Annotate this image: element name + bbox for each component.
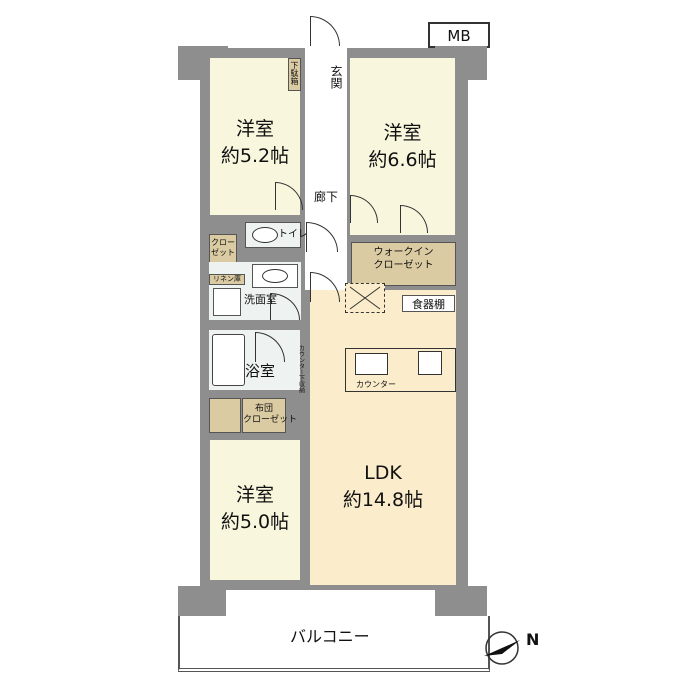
- room-ldk: [310, 290, 456, 585]
- stove-icon: [418, 351, 442, 375]
- bathtub-icon: [212, 334, 245, 386]
- walk-in-closet: ウォークイン クローゼット: [351, 242, 456, 286]
- counter-storage-label: カウンター下収納: [297, 345, 305, 393]
- walk-in-closet-label: ウォークイン クローゼット: [373, 247, 434, 271]
- north-compass-icon: [484, 631, 520, 665]
- closet-label: クローゼット: [211, 238, 235, 257]
- room-name: 洋室: [383, 122, 422, 144]
- kitchen-counter: カウンター: [345, 348, 456, 392]
- cross-mark-icon: [349, 286, 381, 310]
- shoe-cabinet-label: 下駄箱: [290, 61, 299, 85]
- futon-closet: 布団 クローゼット: [242, 398, 298, 433]
- washroom-label: 洗面室: [244, 293, 277, 306]
- linen-label: リネン庫: [213, 275, 241, 283]
- room-size: 約5.0帖: [220, 511, 290, 533]
- toilet: トイレ: [245, 222, 308, 248]
- balcony-label: バルコニー: [290, 627, 370, 646]
- washing-machine-space: [213, 288, 241, 316]
- meter-box: MB: [428, 22, 490, 48]
- room-western-bottom-left: [210, 440, 300, 580]
- mb-label: MB: [447, 27, 471, 45]
- cupboard: 食器棚: [402, 295, 455, 312]
- room-size: 約6.6帖: [368, 149, 437, 171]
- room-size: 約14.8帖: [342, 489, 424, 511]
- north-label: N: [526, 630, 540, 649]
- room-name: 洋室: [235, 118, 274, 140]
- room-name: LDK: [364, 462, 402, 484]
- futon-closet-label: 布団 クローゼット: [243, 404, 298, 426]
- toilet-label: トイレ: [278, 229, 308, 240]
- sink-basin-icon: [262, 269, 288, 283]
- room-size: 約5.2帖: [220, 145, 290, 167]
- refrigerator-space: [345, 283, 385, 313]
- column: [178, 586, 226, 616]
- kitchen-sink: [355, 353, 388, 375]
- column: [435, 586, 487, 616]
- sink: [252, 264, 298, 288]
- entrance-label: 玄関: [329, 65, 343, 89]
- room-name: 洋室: [235, 484, 274, 506]
- linen-storage: リネン庫: [209, 274, 245, 285]
- cupboard-label: 食器棚: [412, 298, 445, 311]
- shoe-cabinet: 下駄箱: [288, 58, 301, 91]
- toilet-bowl-icon: [252, 227, 278, 243]
- counter-label: カウンター: [356, 380, 396, 389]
- bathroom-label: 浴室: [245, 362, 276, 380]
- hallway-label: 廊下: [313, 190, 338, 204]
- storage: [209, 398, 241, 433]
- balcony: [178, 616, 490, 672]
